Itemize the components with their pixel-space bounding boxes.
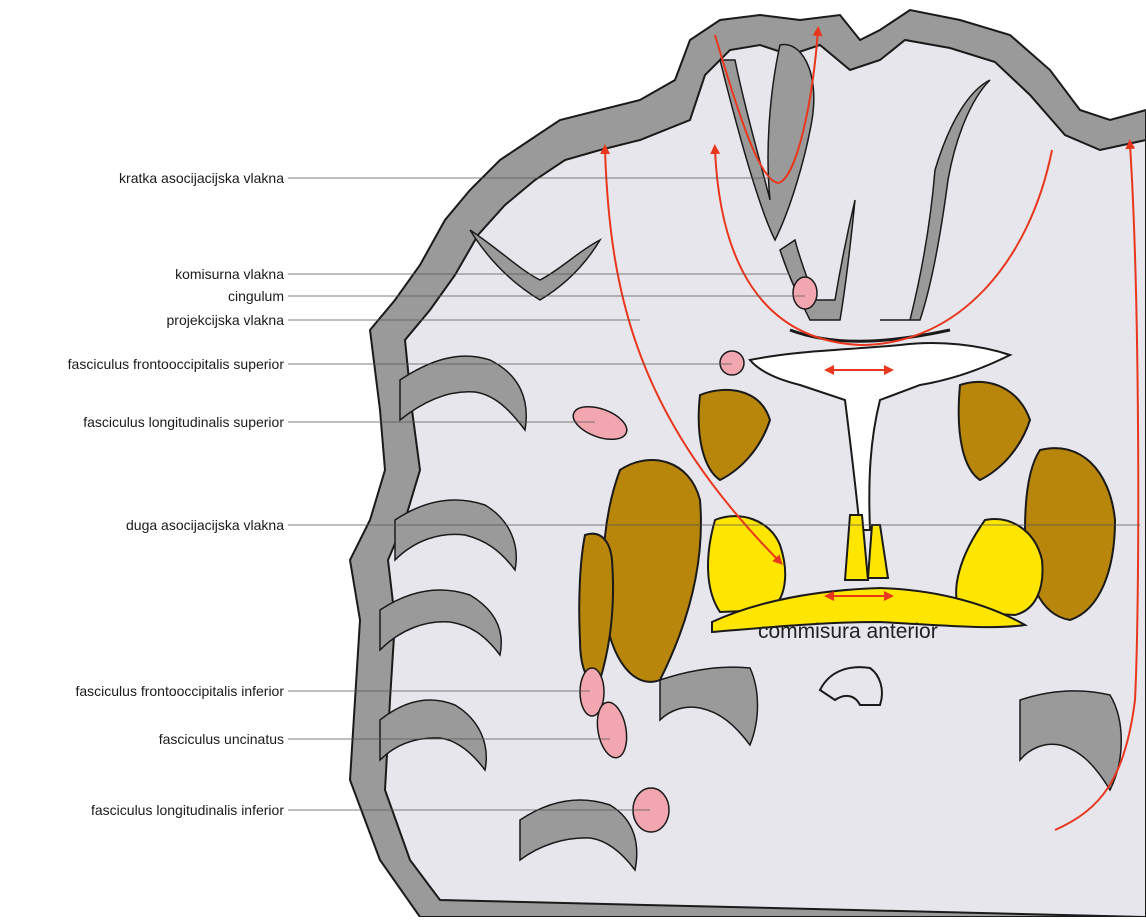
label-longitudinal-superior: fasciculus longitudinalis superior bbox=[83, 414, 284, 430]
label-short-association-fibres: kratka asocijacijska vlakna bbox=[119, 170, 284, 186]
label-long-association-fibres: duga asocijacijska vlakna bbox=[126, 517, 284, 533]
frontooccipital-superior-bundle bbox=[720, 351, 744, 375]
commissure-caption: commisura anterior bbox=[758, 620, 938, 644]
cingulum-bundle bbox=[793, 277, 817, 309]
label-projection-fibres: projekcijska vlakna bbox=[167, 312, 285, 328]
label-frontooccipital-inferior: fasciculus frontooccipitalis inferior bbox=[75, 683, 284, 699]
label-uncinatus: fasciculus uncinatus bbox=[159, 731, 284, 747]
label-longitudinal-inferior: fasciculus longitudinalis inferior bbox=[91, 802, 284, 818]
thalamic-nuclei bbox=[708, 515, 1042, 632]
label-cingulum: cingulum bbox=[228, 288, 284, 304]
label-frontooccipital-superior: fasciculus frontooccipitalis superior bbox=[68, 356, 284, 372]
label-commissural-fibres: komisurna vlakna bbox=[175, 266, 284, 282]
